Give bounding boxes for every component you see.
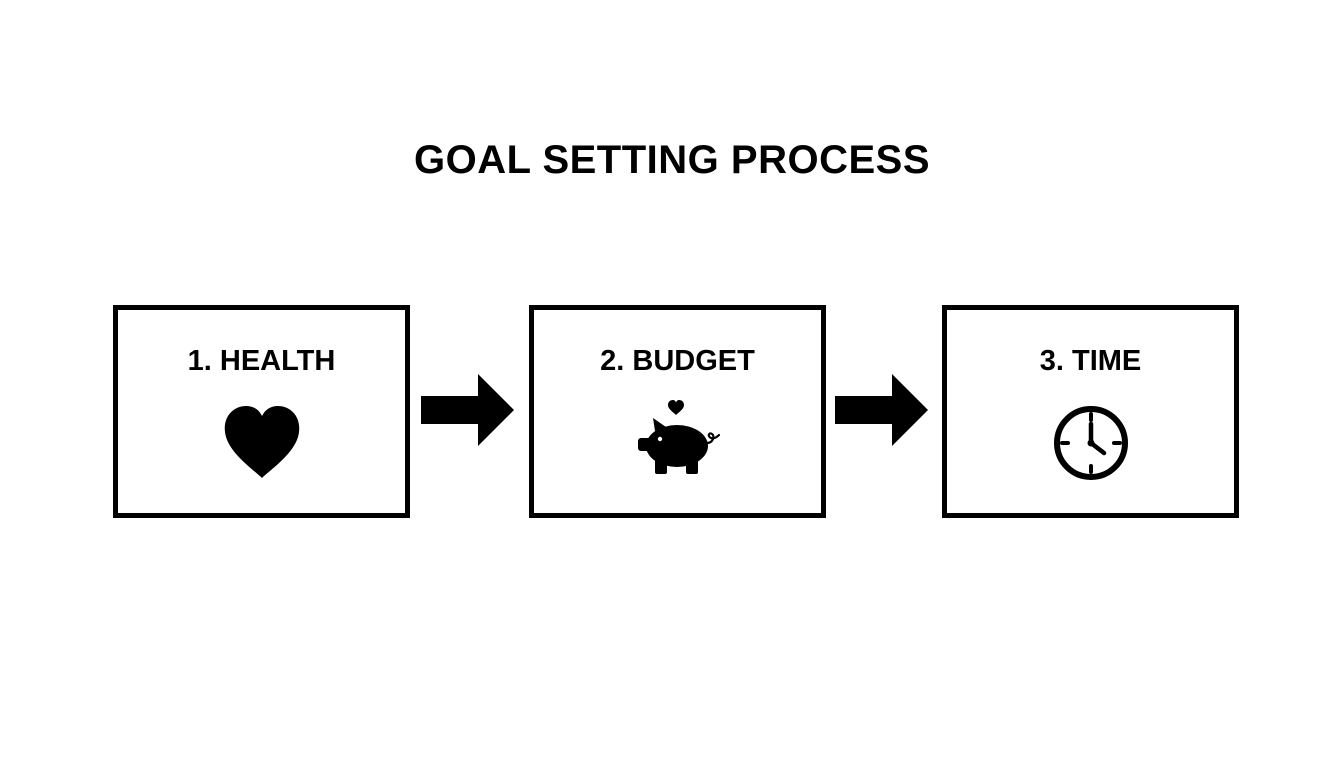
step-box-time: 3. TIME xyxy=(942,305,1239,518)
step-label: 2. BUDGET xyxy=(600,345,755,377)
step-box-budget: 2. BUDGET xyxy=(529,305,826,518)
arrow-right-icon xyxy=(421,374,515,446)
step-label: 1. HEALTH xyxy=(187,345,336,377)
step-box-health: 1. HEALTH xyxy=(113,305,410,518)
clock-icon xyxy=(1046,398,1136,488)
heart-icon xyxy=(217,398,307,488)
step-label: 3. TIME xyxy=(1039,345,1142,377)
piggy-bank-icon xyxy=(633,398,723,488)
arrow-right-icon xyxy=(835,374,929,446)
diagram-title: GOAL SETTING PROCESS xyxy=(414,138,930,182)
